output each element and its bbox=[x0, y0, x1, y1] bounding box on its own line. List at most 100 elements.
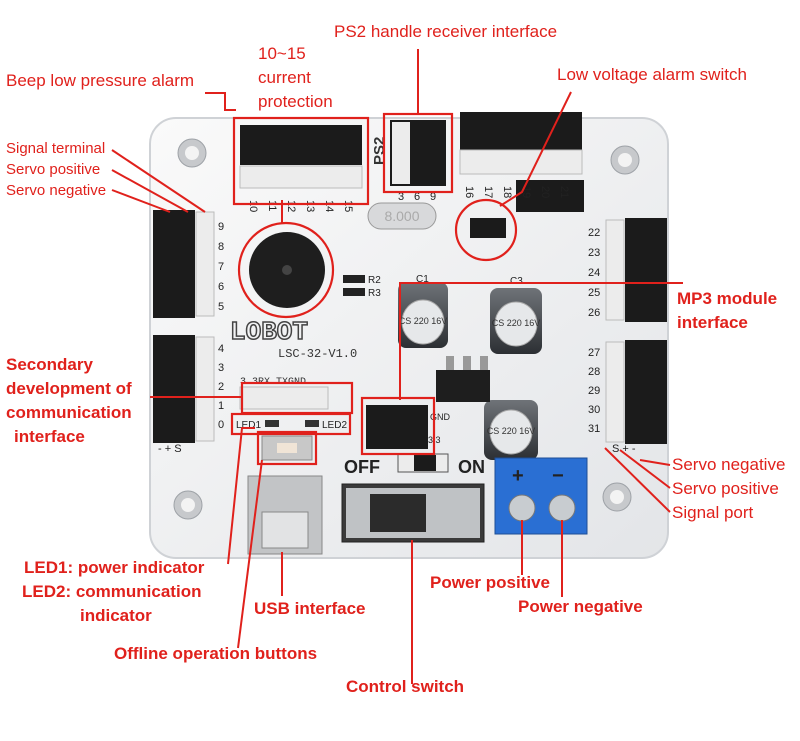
pin-label: 17 bbox=[482, 186, 494, 198]
label-beep: Beep low pressure alarm bbox=[6, 71, 195, 90]
pin-label: 6 bbox=[218, 281, 224, 293]
right-servo-header-top bbox=[605, 218, 667, 322]
label-led2-1: LED2: communication bbox=[22, 582, 202, 601]
pin-label: 12 bbox=[285, 200, 297, 212]
pin-label: 13 bbox=[304, 200, 316, 212]
label-led1: LED1: power indicator bbox=[24, 558, 205, 577]
power-switch[interactable] bbox=[397, 453, 449, 473]
pin-label: 27 bbox=[588, 347, 600, 359]
capacitor-c1: CS 220 16V bbox=[398, 282, 448, 348]
right-column-sign: S + - bbox=[612, 443, 636, 455]
label-usb: USB interface bbox=[254, 599, 366, 618]
label-secondary-2: development of bbox=[6, 379, 132, 398]
ps2-header bbox=[390, 120, 446, 186]
pin-label: 7 bbox=[218, 261, 224, 273]
power-terminal[interactable] bbox=[494, 457, 588, 535]
svg-text:CS 220 16V: CS 220 16V bbox=[487, 426, 536, 436]
pin-label: 23 bbox=[588, 247, 600, 259]
svg-text:CS 220 16V: CS 220 16V bbox=[492, 318, 541, 328]
label-mp3-1: MP3 module bbox=[677, 289, 778, 308]
left-servo-header-top bbox=[153, 210, 215, 318]
pin-label: 9 bbox=[430, 191, 436, 203]
pin-label: 11 bbox=[266, 200, 278, 211]
pin-label: 28 bbox=[588, 366, 600, 378]
on-silk: ON bbox=[458, 457, 485, 477]
label-secondary-4: interface bbox=[14, 427, 85, 446]
control-switch[interactable] bbox=[341, 483, 485, 543]
minus-silk: − bbox=[552, 465, 564, 487]
pin-label: 22 bbox=[588, 227, 600, 239]
pin-label: 4 bbox=[218, 343, 224, 355]
right-servo-header-bottom bbox=[605, 340, 667, 444]
low-voltage-jumper bbox=[470, 218, 506, 238]
highlight-boxes bbox=[230, 112, 518, 466]
mounting-holes bbox=[173, 138, 640, 520]
capacitor-c4: CS 220 16V bbox=[484, 400, 538, 460]
label-servo-positive-left: Servo positive bbox=[6, 161, 101, 178]
led1 bbox=[265, 420, 279, 427]
usb-connector[interactable] bbox=[247, 475, 323, 555]
pin-label: 0 bbox=[218, 419, 224, 431]
left-column-sign: - + S bbox=[158, 443, 182, 455]
label-current-3: protection bbox=[258, 92, 333, 111]
led1-silk: LED1 bbox=[236, 420, 261, 431]
pin-label: 15 bbox=[342, 200, 354, 212]
crystal-text: 8.000 bbox=[384, 208, 419, 224]
label-low-voltage: Low voltage alarm switch bbox=[557, 65, 747, 84]
pin-label: 6 bbox=[414, 191, 420, 203]
label-control-switch: Control switch bbox=[346, 677, 465, 696]
pin-label: 16 bbox=[463, 186, 475, 198]
low-voltage-jumper-header bbox=[516, 180, 584, 212]
buzzer bbox=[249, 232, 325, 308]
resistors-r2-r3 bbox=[343, 275, 365, 296]
label-secondary-3: communication bbox=[6, 403, 132, 422]
pin-label: 30 bbox=[588, 404, 600, 416]
crystal: 8.000 bbox=[367, 202, 437, 230]
label-power-positive: Power positive bbox=[430, 573, 550, 592]
label-current-2: current bbox=[258, 68, 311, 87]
offline-button[interactable] bbox=[261, 435, 313, 461]
pin-label: 10 bbox=[247, 200, 259, 212]
label-signal-port: Signal port bbox=[672, 503, 754, 522]
label-signal-terminal: Signal terminal bbox=[6, 140, 106, 157]
left-servo-header-bottom bbox=[153, 335, 215, 443]
pin-label: 1 bbox=[218, 400, 224, 412]
model-text: LSC-32-V1.0 bbox=[278, 347, 357, 361]
mp3-header bbox=[366, 405, 428, 449]
pin-label: 21 bbox=[558, 186, 570, 198]
pin-label: 2 bbox=[218, 381, 224, 393]
pin-label: 31 bbox=[588, 423, 600, 435]
capacitor-c3: CS 220 16V bbox=[490, 288, 542, 354]
plus-silk: + bbox=[512, 465, 524, 487]
top-servo-header-left bbox=[239, 125, 363, 189]
label-current-1: 10~15 bbox=[258, 44, 306, 63]
voltage-regulator bbox=[436, 356, 490, 402]
leader-lines bbox=[111, 49, 683, 684]
pin-label: 20 bbox=[539, 186, 551, 198]
svg-text:CS 220 16V: CS 220 16V bbox=[399, 316, 448, 326]
pin-label: 24 bbox=[588, 267, 600, 279]
label-servo-negative-left: Servo negative bbox=[6, 182, 107, 199]
led2 bbox=[305, 420, 319, 427]
uart-header bbox=[239, 386, 329, 410]
label-power-negative: Power negative bbox=[518, 597, 643, 616]
cap-c1-label: C1 bbox=[416, 274, 429, 285]
pin-label: 18 bbox=[501, 186, 513, 198]
gnd-silk: GND bbox=[430, 412, 451, 422]
label-mp3-2: interface bbox=[677, 313, 748, 332]
logo-text: LOBOT bbox=[230, 317, 308, 347]
off-silk: OFF bbox=[344, 457, 380, 477]
pin-label: 5 bbox=[218, 301, 224, 313]
res-r3-label: R3 bbox=[368, 288, 381, 299]
pin-label: 3 bbox=[218, 362, 224, 374]
pin-label: 9 bbox=[218, 221, 224, 233]
label-led2-2: indicator bbox=[80, 606, 152, 625]
led2-silk: LED2 bbox=[322, 420, 347, 431]
pin-label: 25 bbox=[588, 287, 600, 299]
pin-label: 8 bbox=[218, 241, 224, 253]
label-servo-negative-right: Servo negative bbox=[672, 455, 786, 474]
pin-label: 26 bbox=[588, 307, 600, 319]
cap-c3-label: C3 bbox=[510, 276, 523, 287]
ps2-silk: PS2 bbox=[371, 137, 388, 165]
